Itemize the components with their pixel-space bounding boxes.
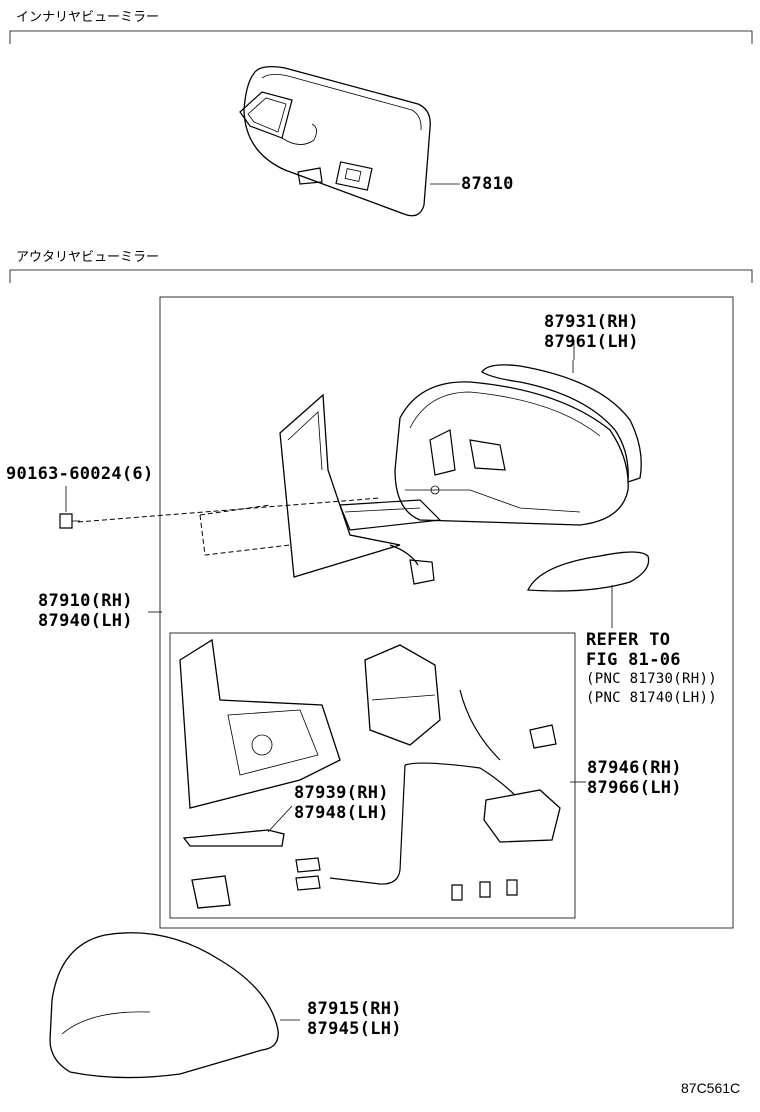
part-label-87966: 87966(LH): [587, 778, 682, 798]
part-label-bolt: 90163-60024(6): [6, 464, 154, 484]
part-label-87940: 87940(LH): [38, 611, 133, 631]
part-label-87810: 87810: [461, 174, 514, 194]
inner-mirror-drawing: [239, 66, 460, 217]
figure-code: 87C561C: [681, 1080, 741, 1096]
harness-drawing: [295, 689, 586, 891]
part-label-87945: 87945(LH): [307, 1019, 402, 1039]
bolt-drawing: [59, 486, 80, 529]
bracket-drawing: [182, 805, 293, 909]
screws-drawing: [451, 879, 518, 901]
mirror-housing-drawing: [339, 381, 629, 531]
section-bracket-inner: [9, 30, 753, 44]
pnc-line-2: (PNC 81740(LH)): [586, 690, 717, 706]
refer-line-1: REFER TO: [586, 630, 671, 650]
cover-strip-drawing: [481, 360, 642, 483]
actuator-drawing: [179, 638, 441, 809]
mirror-base-drawing: [77, 393, 435, 585]
part-label-87948: 87948(LH): [294, 803, 389, 823]
section-title-outer-mirror: アウタリヤビューミラー: [16, 250, 160, 265]
part-label-87946: 87946(RH): [587, 758, 682, 778]
part-label-87910: 87910(RH): [38, 591, 133, 611]
turn-signal-drawing: [526, 551, 650, 628]
part-label-87961: 87961(LH): [544, 332, 639, 352]
section-bracket-outer: [9, 269, 753, 283]
outer-assembly-box: [159, 296, 734, 929]
part-label-87939: 87939(RH): [294, 783, 389, 803]
pnc-line-1: (PNC 81730(RH)): [586, 671, 717, 687]
mirror-cover-drawing: [49, 932, 300, 1079]
inner-kit-box: [169, 632, 576, 919]
part-label-87915: 87915(RH): [307, 999, 402, 1019]
section-title-inner-mirror: インナリヤビューミラー: [16, 10, 160, 25]
part-label-87931: 87931(RH): [544, 312, 639, 332]
refer-line-2: FIG 81-06: [586, 650, 681, 670]
